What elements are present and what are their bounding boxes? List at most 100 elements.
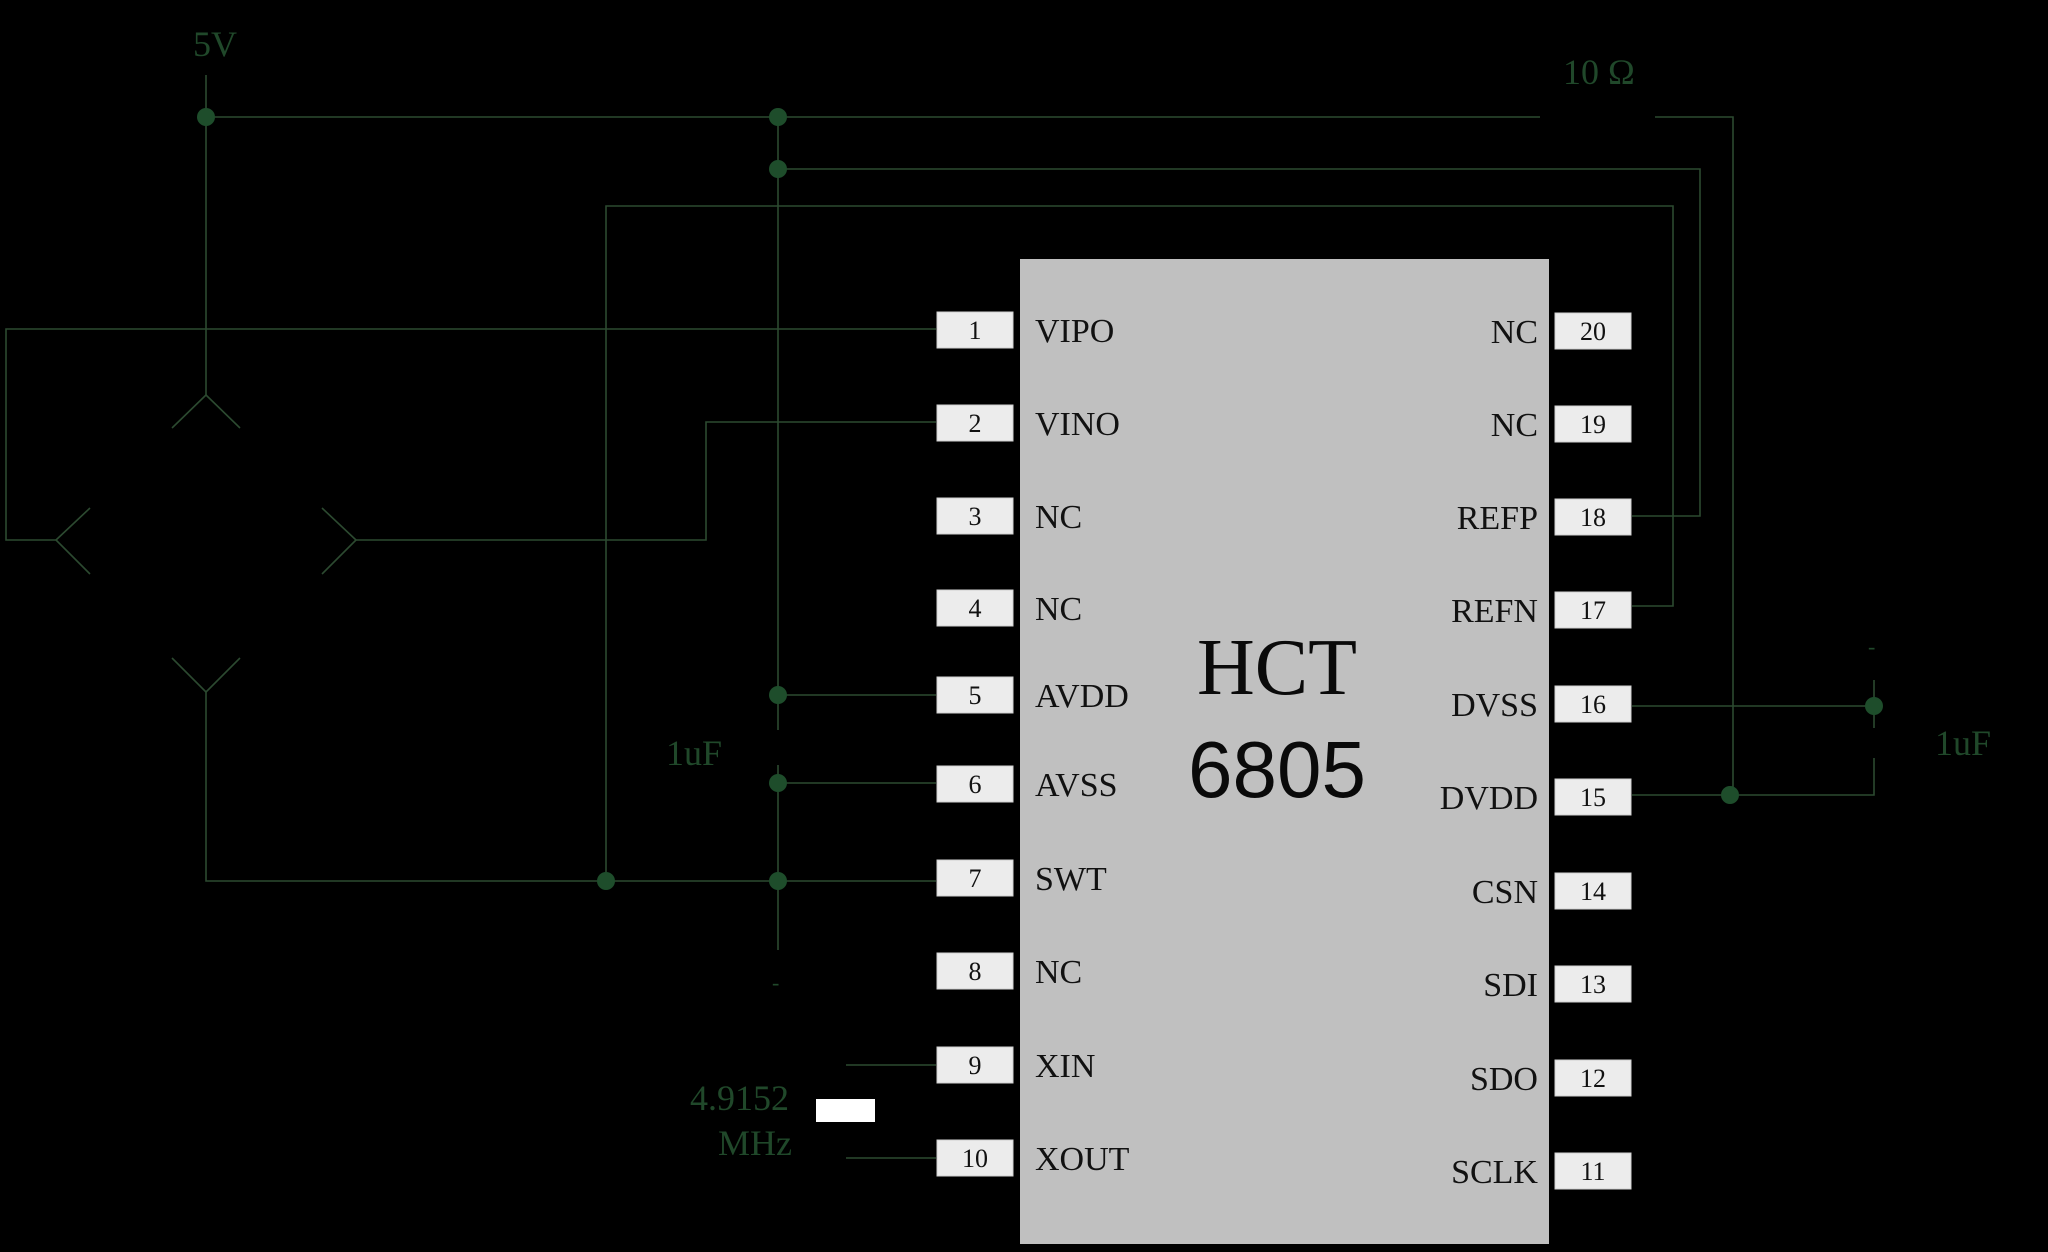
junction-refp — [769, 160, 787, 178]
pin-number: 17 — [1580, 596, 1606, 625]
chip-body — [1020, 259, 1549, 1244]
junction-dvss — [1865, 697, 1883, 715]
pin-box — [936, 859, 1014, 897]
supply-label: 5V — [193, 24, 237, 64]
bridge-left-bottom — [55, 539, 91, 575]
pin-number: 9 — [969, 1051, 982, 1080]
pin-name: NC — [1035, 499, 1082, 536]
pin-box — [936, 404, 1014, 442]
junction-gnd-refn — [597, 872, 615, 890]
bridge-bottom-left — [171, 657, 207, 693]
pin-box — [1554, 498, 1632, 536]
pin-6: 6 AVSS — [936, 765, 1118, 804]
pin-number: 11 — [1580, 1157, 1605, 1186]
pin-number: 10 — [962, 1144, 988, 1173]
pin-box — [936, 1139, 1014, 1177]
crystal-freq-label: 4.9152 — [690, 1078, 789, 1118]
wire-pin2 — [356, 421, 936, 541]
pin-number: 4 — [969, 594, 982, 623]
wire-pin1 — [5, 328, 936, 541]
pin-box — [1554, 872, 1632, 910]
pin-5: 5 AVDD — [936, 676, 1129, 715]
pin-name: NC — [1491, 314, 1538, 351]
bridge-right-bottom — [321, 539, 357, 575]
pin-box — [1554, 778, 1632, 816]
pin-number: 5 — [969, 681, 982, 710]
pin-name: NC — [1035, 954, 1082, 991]
pin-number: 19 — [1580, 410, 1606, 439]
pin-number: 16 — [1580, 690, 1606, 719]
pin-name: SWT — [1035, 861, 1107, 898]
pin-box — [936, 765, 1014, 803]
pin-20: 20 NC — [1491, 312, 1632, 351]
pin-number: 15 — [1580, 783, 1606, 812]
pin-box — [1554, 965, 1632, 1003]
wire-refp — [778, 168, 1701, 517]
pin-number: 20 — [1580, 317, 1606, 346]
wire-bridge-bottom — [205, 692, 936, 882]
pin-name: DVDD — [1440, 780, 1538, 817]
wire-top-rail-right — [1655, 116, 1734, 795]
cap-right-mark: - — [1868, 634, 1875, 659]
pin-number: 8 — [969, 957, 982, 986]
pin-name: NC — [1035, 591, 1082, 628]
bridge-right-top — [321, 507, 357, 541]
pin-box — [1554, 312, 1632, 350]
pin-7: 7 SWT — [936, 859, 1107, 898]
pin-17: 17 REFN — [1451, 591, 1632, 630]
cap-left-label: 1uF — [666, 733, 722, 773]
pin-name: NC — [1491, 407, 1538, 444]
pin-name: VINO — [1035, 406, 1120, 443]
junction-rail — [769, 108, 787, 126]
pin-name: DVSS — [1451, 687, 1538, 724]
chip-part-number: 6805 — [1188, 725, 1366, 814]
pin-number: 13 — [1580, 970, 1606, 999]
pin-number: 12 — [1580, 1064, 1606, 1093]
bridge-top-left — [171, 394, 207, 429]
pin-box — [936, 497, 1014, 535]
junction-avss — [769, 774, 787, 792]
pin-box — [936, 676, 1014, 714]
crystal-unit-label: MHz — [718, 1123, 792, 1163]
junction-avdd — [769, 686, 787, 704]
pin-name: AVSS — [1035, 767, 1118, 804]
wire-dvdd — [1632, 758, 1875, 796]
pin-name: XOUT — [1035, 1141, 1130, 1178]
pin-name: REFN — [1451, 593, 1538, 630]
pin-11: 11 SCLK — [1451, 1152, 1632, 1191]
pin-box — [1554, 405, 1632, 443]
pin-name: REFP — [1457, 500, 1538, 537]
pin-19: 19 NC — [1491, 405, 1632, 444]
resistor-label: 10 Ω — [1563, 52, 1635, 92]
pin-number: 1 — [969, 316, 982, 345]
pin-box — [936, 311, 1014, 349]
crystal-symbol — [816, 1099, 875, 1122]
cap-left-mark: - — [772, 970, 779, 995]
pin-name: AVDD — [1035, 678, 1129, 715]
pin-number: 3 — [969, 502, 982, 531]
pin-name: SCLK — [1451, 1154, 1538, 1191]
pin-3: 3 NC — [936, 497, 1082, 536]
bridge-left-top — [55, 507, 91, 541]
pin-box — [1554, 1152, 1632, 1190]
bridge-top-right — [205, 394, 241, 429]
pin-number: 7 — [969, 864, 982, 893]
wire-refn — [605, 205, 1674, 881]
pin-box — [936, 952, 1014, 990]
pin-box — [936, 589, 1014, 627]
pin-10: 10 XOUT — [936, 1139, 1130, 1178]
pin-number: 6 — [969, 770, 982, 799]
chip-name: HCT — [1197, 624, 1357, 712]
pin-name: VIPO — [1035, 313, 1114, 350]
pin-number: 14 — [1580, 877, 1606, 906]
pin-box — [1554, 685, 1632, 723]
junction-gnd — [769, 872, 787, 890]
pin-name: SDI — [1483, 967, 1538, 1004]
pin-15: 15 DVDD — [1440, 778, 1632, 817]
pin-box — [936, 1046, 1014, 1084]
